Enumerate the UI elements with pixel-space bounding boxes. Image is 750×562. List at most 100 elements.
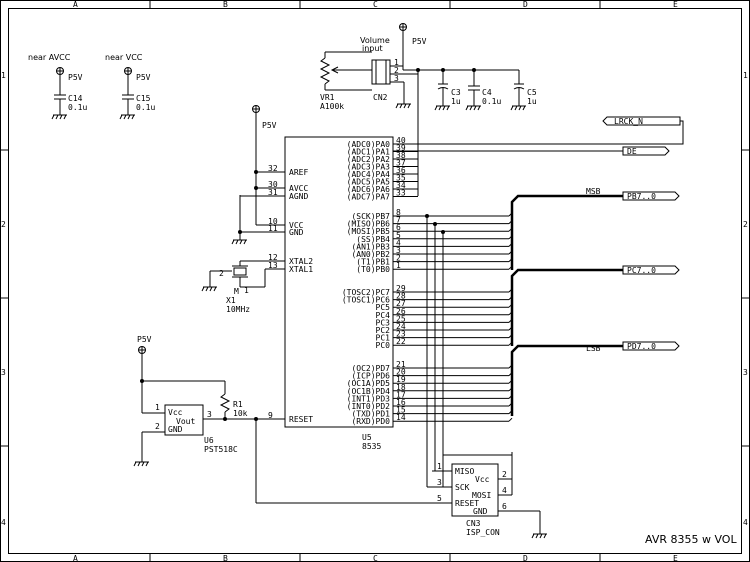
mcu-body xyxy=(284,136,394,428)
mcu-pin-num: 19 xyxy=(396,375,406,384)
isp-pin-1: 1 xyxy=(437,462,442,471)
isp-label-mosi: MOSI xyxy=(472,491,491,500)
mcu-pin-num: 25 xyxy=(396,314,406,323)
mcu-pin-num: 4 xyxy=(396,238,401,247)
mcu-pin-name: (ADC5)PA5 xyxy=(347,178,391,187)
mcu-pin-name: (MISO)PB6 xyxy=(347,220,391,229)
mcu-pin-num: 37 xyxy=(396,159,406,168)
c15-note: near VCC xyxy=(105,53,143,62)
isp-body xyxy=(451,463,499,517)
port-buses xyxy=(510,194,623,416)
isp-label-gnd: GND xyxy=(473,507,488,516)
crystal-x1 xyxy=(201,260,285,292)
crystal-value: 10MHz xyxy=(226,305,250,314)
mcu-pin-name: (RXD)PD0 xyxy=(351,417,390,426)
mcu-ref: U5 xyxy=(362,433,372,442)
mcu-pin-name: RESET xyxy=(289,415,313,424)
mcu-pin-name: VCC xyxy=(289,221,304,230)
c14-ref: C14 xyxy=(68,94,83,103)
mcu-pin-num: 14 xyxy=(396,413,406,422)
mcu-pin-num: 33 xyxy=(396,189,406,198)
mcu-pin-name: (OC1B)PD4 xyxy=(347,387,391,396)
row-label-right: 1 xyxy=(743,71,748,80)
gnd-cn2 xyxy=(395,103,411,109)
reset-ic-body xyxy=(164,404,204,436)
mcu-pin-name: (TOSC2)PC7 xyxy=(342,288,390,297)
c4-value: 0.1u xyxy=(482,97,501,106)
mcu-pin-name: (AN0)PB2 xyxy=(351,250,390,259)
isp-ref: CN3 xyxy=(466,519,481,528)
mcu-pin-name: (ADC2)PA2 xyxy=(347,155,391,164)
mcu-pin-name: PC4 xyxy=(376,311,391,320)
mcu-pin-num: 9 xyxy=(268,411,273,420)
capacitor-c5 xyxy=(510,70,526,111)
mcu-left-pins: AREF32AVCC30AGND31VCC10GND11XTAL212XTAL1… xyxy=(240,164,313,424)
mcu-pin-name: (SCK)PB7 xyxy=(351,212,390,221)
net-ports xyxy=(393,116,684,351)
r1-value: 10k xyxy=(233,409,248,418)
resistor-r1 xyxy=(219,393,231,413)
port-de xyxy=(622,146,670,156)
crystal-pin-a: 2 xyxy=(219,269,224,278)
mcu-pin-num: 2 xyxy=(396,254,401,263)
col-label-top: A xyxy=(73,0,78,9)
mcu-pin-num: 39 xyxy=(396,144,406,153)
row-label-left: 1 xyxy=(1,71,6,80)
mcu-pin-num: 28 xyxy=(396,292,406,301)
isp-label-vcc: Vcc xyxy=(475,475,490,484)
lrck-label: LRCK_N xyxy=(614,117,643,126)
isp-label-miso: MISO xyxy=(455,467,474,476)
volume-label-2: input xyxy=(362,44,383,53)
mcu-pin-name: (ADC6)PA6 xyxy=(347,185,391,194)
u6-pin-vout: 3 xyxy=(207,410,212,419)
bus-line xyxy=(510,268,623,346)
isp-pin-6: 6 xyxy=(502,502,507,511)
mcu-pin-name: PC0 xyxy=(376,341,391,350)
isp-pin-5: 5 xyxy=(437,494,442,503)
pd-label: PD7..0 xyxy=(627,342,656,351)
isp-label-sck: SCK xyxy=(455,483,470,492)
vr1-ref: VR1 xyxy=(320,93,335,102)
power-symbol-c15 xyxy=(124,67,132,95)
pb-label: PB7..0 xyxy=(627,192,656,201)
col-label-top: C xyxy=(373,0,378,9)
u6-pin-vcc: 1 xyxy=(155,403,160,412)
c14-note: near AVCC xyxy=(28,53,71,62)
capacitor-c15 xyxy=(119,94,135,120)
sheet-title: AVR 8355 w VOL xyxy=(645,533,737,546)
mcu-pin-num: 3 xyxy=(396,246,401,255)
mcu-pin-name: AVCC xyxy=(289,184,308,193)
c15-ref: C15 xyxy=(136,94,151,103)
u6-pin-gnd: 2 xyxy=(155,422,160,431)
c14-pwr-label: P5V xyxy=(68,73,83,82)
col-label-bottom: E xyxy=(673,554,678,562)
cn2-pin-3: 3 xyxy=(394,74,399,83)
cn2-ref: CN2 xyxy=(373,93,388,102)
mcu-pin-name: XTAL2 xyxy=(289,257,313,266)
col-label-top: B xyxy=(223,0,228,9)
row-label-left: 2 xyxy=(1,220,6,229)
mcu-pin-name: (OC2)PD7 xyxy=(351,364,390,373)
mcu-pin-name: (OC1A)PD5 xyxy=(347,379,391,388)
mcu-power-wiring xyxy=(231,105,285,245)
mcu-pin-num: 27 xyxy=(396,299,406,308)
cn2-pin-2: 2 xyxy=(394,66,399,75)
row-label-left: 4 xyxy=(1,518,6,527)
capacitor-c4 xyxy=(465,70,481,111)
bus-line xyxy=(510,344,623,416)
isp-part: ISP_CON xyxy=(466,528,500,537)
crystal-ref: X1 xyxy=(226,296,236,305)
col-label-top: E xyxy=(673,0,678,9)
reset-pwr-label: P5V xyxy=(137,335,152,344)
mcu-pin-num: 7 xyxy=(396,216,401,225)
isp-pin-3: 3 xyxy=(437,478,442,487)
port-pc xyxy=(622,265,680,275)
mcu-pin-name: (T0)PB0 xyxy=(356,265,390,274)
capacitor-c3 xyxy=(434,70,450,111)
mcu-pin-num: 34 xyxy=(396,181,406,190)
